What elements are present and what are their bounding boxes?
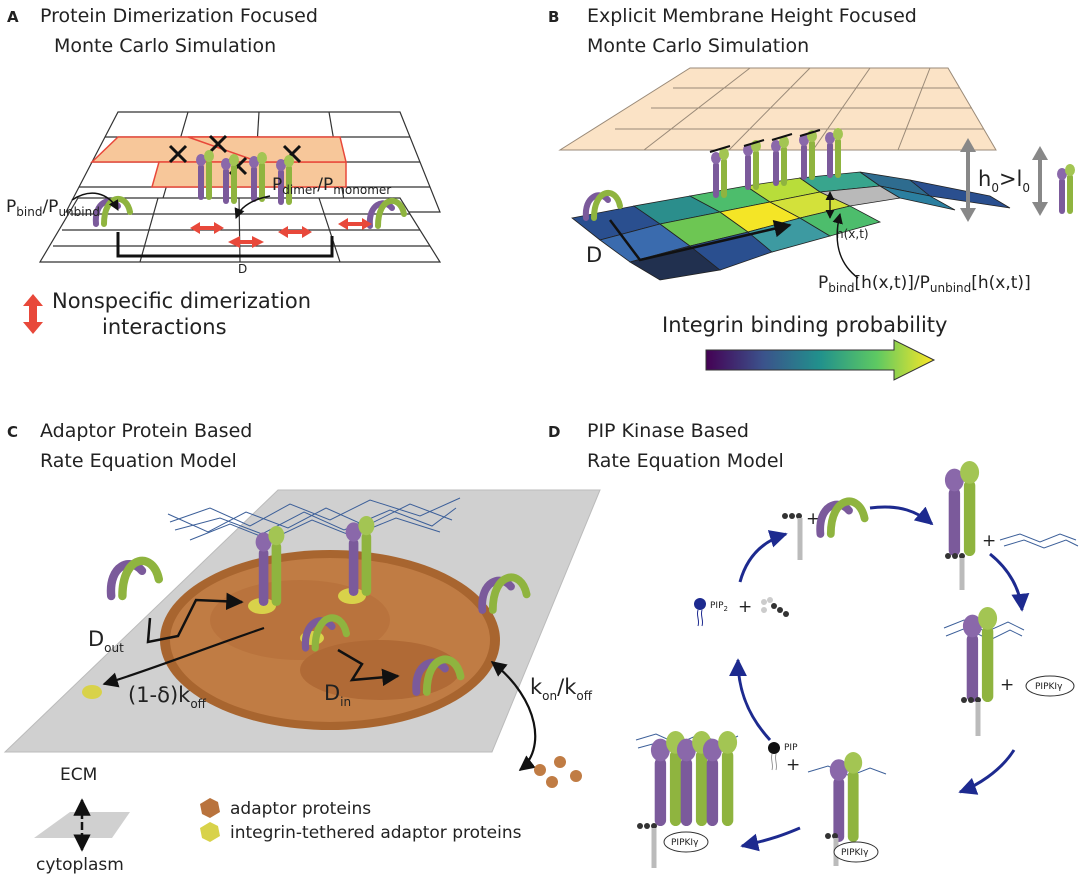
kon-koff-label: kon/koff: [530, 675, 593, 703]
plus-4: +: [786, 755, 800, 775]
pip-molecule: [768, 742, 780, 771]
legend-adaptor-text: adaptor proteins: [230, 799, 371, 819]
panel-b-title-line2: Monte Carlo Simulation: [587, 35, 809, 57]
free-tethered-adaptor: [82, 685, 102, 699]
pipki-badge-1: [1025, 675, 1075, 697]
panel-c-title-line2: Rate Equation Model: [40, 450, 237, 472]
dimer-arrows: [190, 218, 372, 248]
pip2-molecule: [694, 598, 706, 627]
pdimer-label: Pdimer/Pmonomer: [272, 175, 391, 197]
ecm-patch-1: [999, 533, 1079, 549]
panel-a: A Protein Dimerization Focused Monte Car…: [6, 5, 442, 339]
panel-d-letter: D: [548, 423, 560, 441]
diffusion-path-b: [609, 219, 792, 262]
pipki-label-1: PIPKIγ: [1035, 682, 1063, 692]
koff-label: (1-δ)koff: [128, 683, 207, 711]
plus-3: +: [1000, 675, 1014, 695]
panel-b-title-line1: Explicit Membrane Height Focused: [587, 5, 917, 27]
panel-d-title-line1: PIP Kinase Based: [587, 420, 749, 442]
panel-a-d-label: D: [238, 262, 247, 276]
h0-gt-l0-label: h0>l0: [978, 167, 1030, 195]
pip-label: PIP: [784, 743, 798, 753]
legend-tethered-swatch: [200, 822, 220, 842]
unbind-arrow: [102, 626, 265, 688]
panel-d-title-line2: Rate Equation Model: [587, 450, 784, 472]
height-binding-label: Pbind[h(x,t)]/Punbind[h(x,t)]: [818, 273, 1031, 295]
dimer-legend-icon: [23, 294, 43, 334]
diffusion-path-a: [116, 232, 334, 258]
panel-a-title-line1: Protein Dimerization Focused: [40, 5, 318, 27]
ecm-label: ECM: [60, 765, 97, 785]
panel-a-letter: A: [7, 8, 19, 26]
bent-integrin-d: [820, 501, 864, 534]
exchange-arrow: [490, 661, 537, 771]
panel-c-title-line1: Adaptor Protein Based: [40, 420, 252, 442]
binding-probability-colorbar: [705, 339, 936, 381]
panel-c-letter: C: [7, 423, 18, 441]
tether-marks: [709, 129, 821, 153]
panel-a-title-line2: Monte Carlo Simulation: [54, 35, 276, 57]
upper-membrane-grid: [558, 67, 997, 151]
cytoplasm-label: cytoplasm: [36, 855, 124, 875]
din-label: Din: [324, 681, 351, 709]
panel-d: D PIP Kinase Based Rate Equation Model +…: [548, 420, 1079, 868]
dimer-legend-line2: interactions: [102, 315, 227, 339]
h0-arrow: [960, 138, 976, 222]
panel-b-letter: B: [548, 8, 559, 26]
lower-membrane-surface: [571, 171, 1011, 281]
reference-integrin: [1057, 164, 1075, 214]
integrin-cluster-d: [635, 731, 739, 868]
lipid-step-6: [761, 597, 789, 617]
pipki-label-2: PIPKIγ: [841, 848, 869, 858]
lipid-step-1: [782, 513, 803, 560]
l0-arrow: [1032, 146, 1048, 216]
dout-label: Dout: [88, 627, 124, 655]
outer-diffusion-path: [146, 592, 244, 644]
local-height-label: h(x,t): [836, 227, 869, 241]
inner-diffusion-path: [337, 648, 400, 687]
dimer-legend-line1: Nonspecific dimerization: [52, 289, 311, 313]
extended-integrin-d: [944, 461, 980, 590]
legend-adaptor-swatch: [200, 798, 220, 818]
legend-tethered-text: integrin-tethered adaptor proteins: [230, 823, 522, 843]
colorbar-label: Integrin binding probability: [662, 313, 947, 337]
pip2-label: PIP2: [710, 601, 728, 613]
pbind-label: Pbind/Punbind: [6, 197, 100, 219]
pipki-label-3: PIPKIγ: [671, 838, 699, 848]
plus-5: +: [738, 597, 752, 617]
panel-b: B Explicit Membrane Height Focused Monte…: [548, 5, 1075, 381]
plus-2: +: [982, 531, 996, 551]
free-adaptors: [534, 756, 582, 788]
cycle-arrows: [729, 505, 1030, 852]
ecm-bound-integrin: [943, 607, 1025, 736]
panel-c: C Adaptor Protein Based Rate Equation Mo…: [3, 420, 601, 875]
pipki-bound-integrin: [807, 752, 887, 866]
panel-b-d-label: D: [586, 243, 602, 267]
ecm-network-c: [167, 497, 461, 541]
